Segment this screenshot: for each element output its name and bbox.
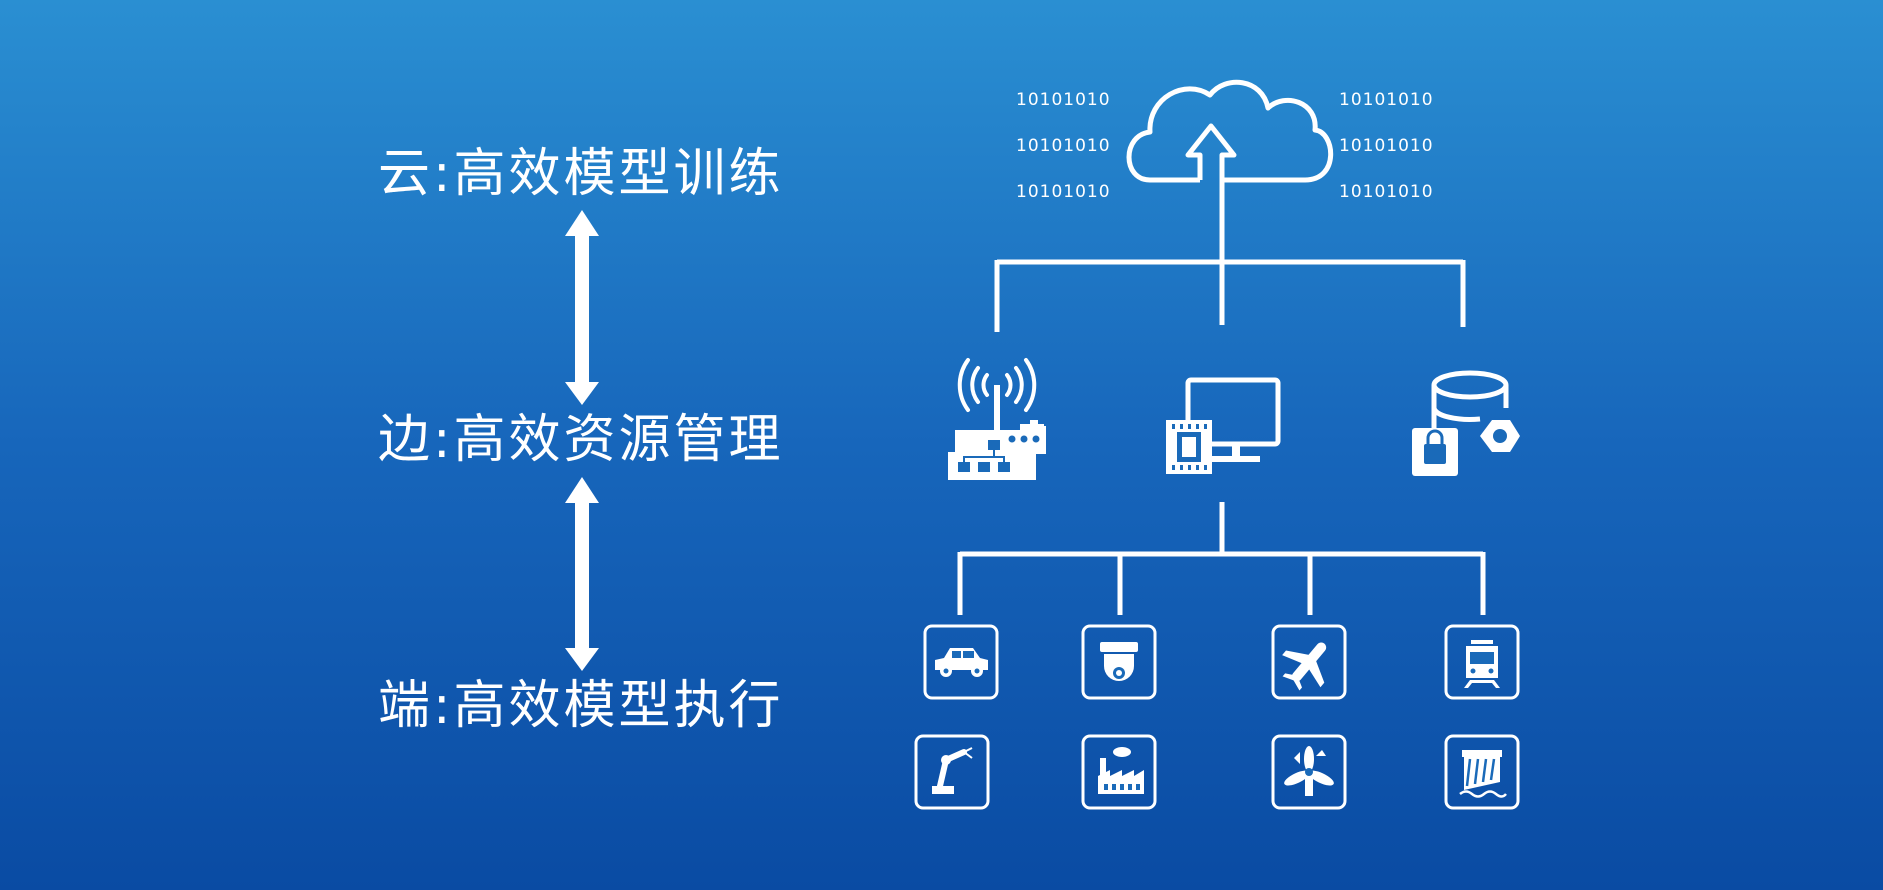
connection-lines bbox=[957, 180, 1486, 615]
dam-device-box bbox=[1444, 734, 1520, 810]
cloud-upload-icon bbox=[1126, 79, 1334, 183]
binary-right-3: 10101010 bbox=[1339, 182, 1434, 202]
binary-left-3: 10101010 bbox=[1016, 182, 1111, 202]
airplane-icon bbox=[1282, 642, 1327, 691]
train-icon bbox=[1464, 640, 1500, 688]
cloud-layer-label: 云:高效模型训练 bbox=[378, 144, 784, 204]
train-device-box bbox=[1444, 624, 1520, 700]
device-layer-label: 端:高效模型执行 bbox=[378, 676, 784, 736]
edge-layer-label: 边:高效资源管理 bbox=[378, 410, 784, 470]
binary-left-1: 10101010 bbox=[1016, 90, 1111, 110]
binary-left-2: 10101010 bbox=[1016, 136, 1111, 156]
computer-chip-icon bbox=[1166, 377, 1281, 474]
wind-turbine-icon bbox=[1284, 746, 1334, 796]
factory-device-box bbox=[1081, 734, 1157, 810]
airplane-device-box bbox=[1271, 624, 1347, 700]
secure-database-icon bbox=[1412, 370, 1520, 476]
router-icon bbox=[948, 358, 1046, 480]
robotic-arm-icon bbox=[932, 747, 973, 794]
camera-device-box bbox=[1081, 624, 1157, 700]
robot-arm-device-box bbox=[914, 734, 990, 810]
double-arrow-edge-device-icon bbox=[565, 477, 599, 671]
binary-right-1: 10101010 bbox=[1339, 90, 1434, 110]
surveillance-camera-icon bbox=[1100, 642, 1138, 681]
car-device-box bbox=[923, 624, 999, 700]
wind-turbine-device-box bbox=[1271, 734, 1347, 810]
car-icon bbox=[935, 648, 988, 677]
dam-icon bbox=[1459, 750, 1507, 798]
double-arrow-cloud-edge-icon bbox=[565, 210, 599, 405]
factory-icon bbox=[1098, 747, 1144, 794]
binary-right-2: 10101010 bbox=[1339, 136, 1434, 156]
